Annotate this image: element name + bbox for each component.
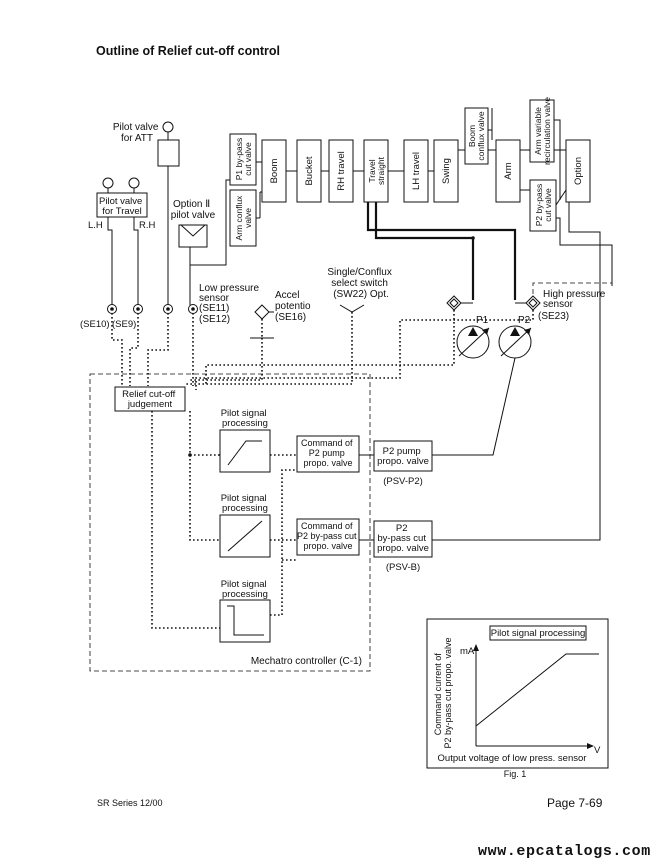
controller-label: Mechatro controller (C-1) (251, 656, 362, 667)
watermark-text: www.epcatalogs.com (478, 843, 651, 860)
high-pressure-sensor-label: High pressure sensor (SE23) (538, 289, 608, 322)
cv-p2-bypass (529, 179, 557, 232)
att-pilot-label: Pilot valve for ATT (113, 122, 161, 144)
page-title: Outline of Relief cut-off control (96, 44, 281, 58)
control-valve-label: Bucket (304, 156, 315, 185)
fig1-y-axis-label: Command current of P2 by-pass cut propo.… (433, 637, 453, 748)
control-valve-label: Boom (269, 159, 280, 184)
fig1-frame (426, 618, 609, 769)
p2-bypass-propo-label: P2 by-pass cut propo. valve (377, 523, 429, 554)
select-switch-label: Single/Conflux select switch (SW22) Opt. (327, 267, 394, 300)
sensor-att (163, 304, 173, 314)
cv-p1-bypass (229, 133, 257, 186)
fig1-y-unit: mA (460, 646, 475, 657)
control-valve-label: P1 by-passcut valve (234, 138, 253, 181)
psp3-label: Pilot signal processing (221, 579, 270, 600)
command-p2-bypass-box (296, 518, 360, 556)
control-valve-label: LH travel (411, 152, 422, 190)
command-p2-bypass-label: Command of P2 by-pass cut propo. valve (297, 521, 359, 551)
fig1-label-box (489, 625, 587, 641)
control-valve-label: Swing (441, 158, 452, 184)
sensor-se11-se12 (188, 304, 198, 314)
fig1-label: Pilot signal processing (491, 628, 586, 639)
control-valve-label: Arm confluxvalve (234, 195, 253, 241)
lh-label: L.H (88, 220, 103, 231)
accel-potentio-symbol (254, 304, 270, 320)
psp2-label: Pilot signal processing (221, 493, 270, 514)
control-valve-label: RH travel (336, 151, 347, 191)
control-valve-label: P2 by-passcut valve (534, 184, 553, 227)
travel-knob-right (128, 177, 140, 189)
command-p2-pump-label: Command of P2 pump propo. valve (301, 438, 355, 468)
fig1-curve (475, 653, 599, 727)
sensor-se10 (107, 304, 117, 314)
footer-page: Page 7-69 (547, 796, 603, 810)
se9-label: (SE9) (112, 319, 136, 330)
att-pilot-valve-box (157, 139, 180, 167)
rh-label: R.H (139, 220, 156, 231)
travel-pilot-valve-box (96, 192, 148, 218)
cv-option (565, 139, 591, 203)
p2-pump-propo-label: P2 pump propo. valve (377, 446, 429, 467)
travel-pilot-label: Pilot valve for Travel (99, 196, 145, 217)
command-p2-pump-box (296, 435, 360, 473)
cv-swing (433, 139, 459, 203)
fig1-caption: Fig. 1 (504, 769, 527, 779)
control-valve-label: Arm (503, 162, 514, 180)
pump-p1 (456, 325, 490, 359)
accel-potentio-label: Accel potentio (SE16) (275, 290, 313, 323)
p2-pressure-sensor (525, 295, 541, 311)
select-switch-symbol (339, 304, 365, 313)
pilot-signal-processing-1 (219, 429, 271, 473)
cv-arm-variable-recirc (529, 99, 555, 163)
fig1-x-unit: V (594, 745, 601, 756)
control-valve-label: Travelstraight (367, 156, 386, 185)
relief-cutoff-label: Relief cut-off judgement (122, 389, 178, 410)
control-valve-label: Option (573, 157, 584, 185)
pump-p2 (498, 325, 532, 359)
psv-p2-label: (PSV-P2) (383, 476, 423, 487)
psp1-label: Pilot signal processing (221, 408, 270, 429)
travel-knob-left (102, 177, 114, 189)
fig1-x-axis-label: Output voltage of low press. sensor (438, 753, 587, 764)
pump-p2-label: P2 (518, 315, 531, 326)
control-valve-label: Arm variablerecirculation valve (533, 97, 552, 165)
control-valve-label: Boomconflux valve (467, 111, 486, 160)
sensor-se9 (133, 304, 143, 314)
footer-series: SR Series 12/00 (97, 798, 163, 808)
relief-cutoff-judgement-box (114, 386, 186, 412)
p2-pump-propo-valve (373, 440, 433, 472)
psv-b-label: (PSV-B) (386, 562, 420, 573)
low-pressure-sensor-label: Low pressure sensor (SE11) (SE12) (199, 283, 262, 325)
att-pilot-knob (162, 121, 174, 133)
p2-bypass-propo-valve (373, 520, 433, 558)
se10-label: (SE10) (80, 319, 110, 330)
cv-arm (495, 139, 521, 203)
cv-boom-conflux (464, 107, 489, 165)
mechatro-controller-boundary (89, 373, 371, 672)
p1-pressure-sensor (446, 295, 462, 311)
option2-pilot-label: Option Ⅱ pilot valve (171, 199, 216, 221)
